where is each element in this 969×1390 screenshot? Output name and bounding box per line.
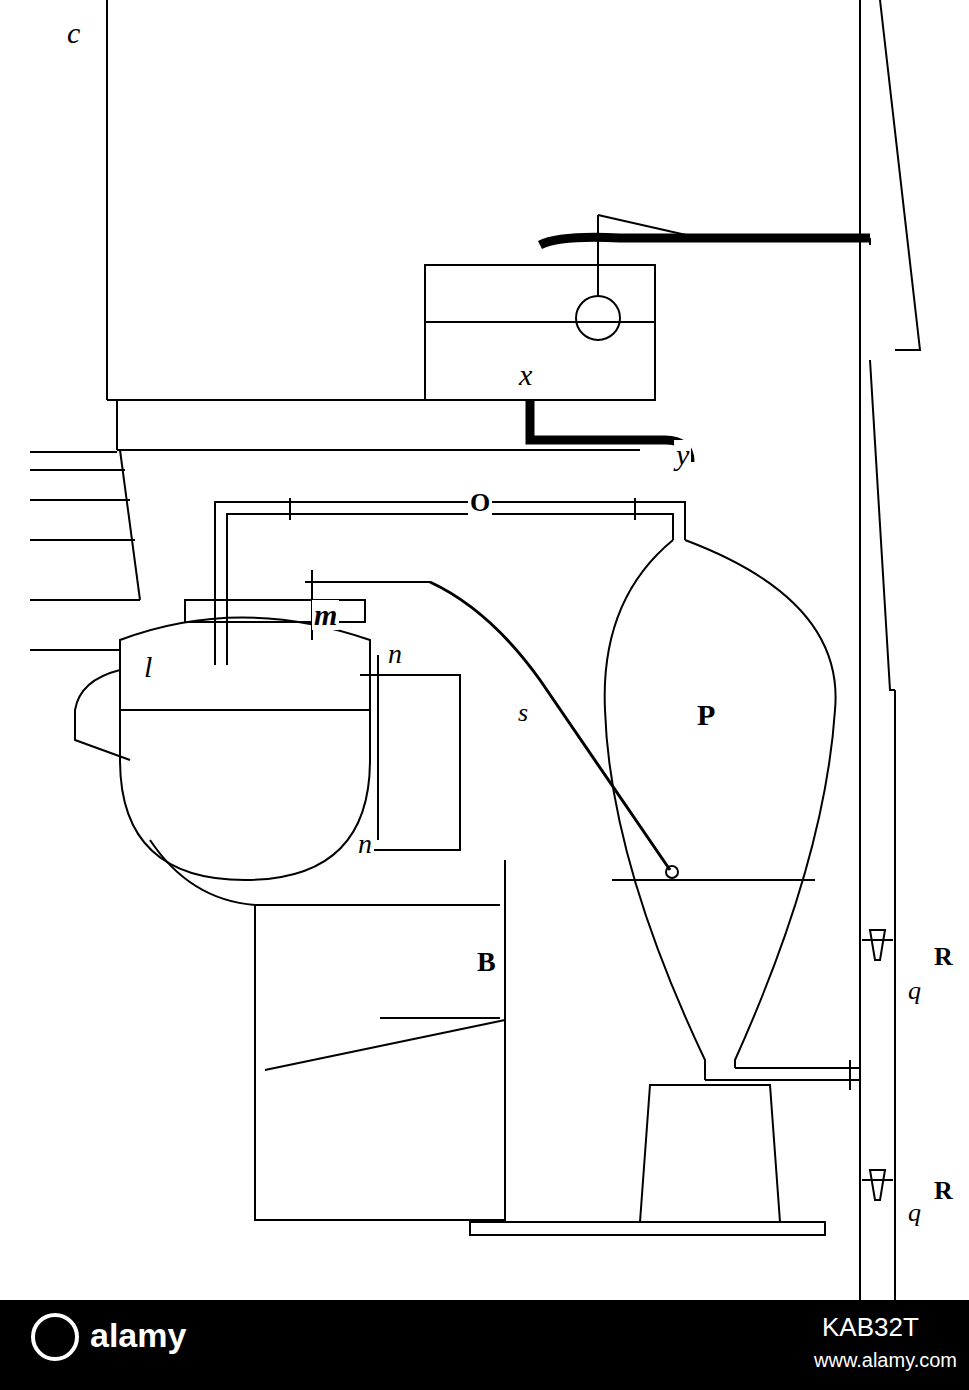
part-letter: q <box>906 1200 923 1226</box>
part-letter: x <box>517 360 534 390</box>
watermark-text: www.alamy.com <box>812 1350 959 1370</box>
part-letter: s <box>516 700 530 726</box>
watermark-text: alamy <box>88 1318 188 1352</box>
part-letter: n <box>356 830 374 858</box>
watermark-text: KAB32T <box>820 1314 921 1340</box>
part-letter: c <box>65 18 82 48</box>
part-letter: n <box>386 640 404 668</box>
part-letter: m <box>312 600 339 630</box>
part-letter: l <box>142 652 154 682</box>
part-letter: R <box>932 944 955 970</box>
part-letter: B <box>475 948 498 976</box>
part-letter: O <box>468 490 492 516</box>
part-letter: R <box>932 1178 955 1204</box>
part-letter: P <box>695 700 717 730</box>
part-letter: y <box>674 440 691 470</box>
part-letter: q <box>906 978 923 1004</box>
